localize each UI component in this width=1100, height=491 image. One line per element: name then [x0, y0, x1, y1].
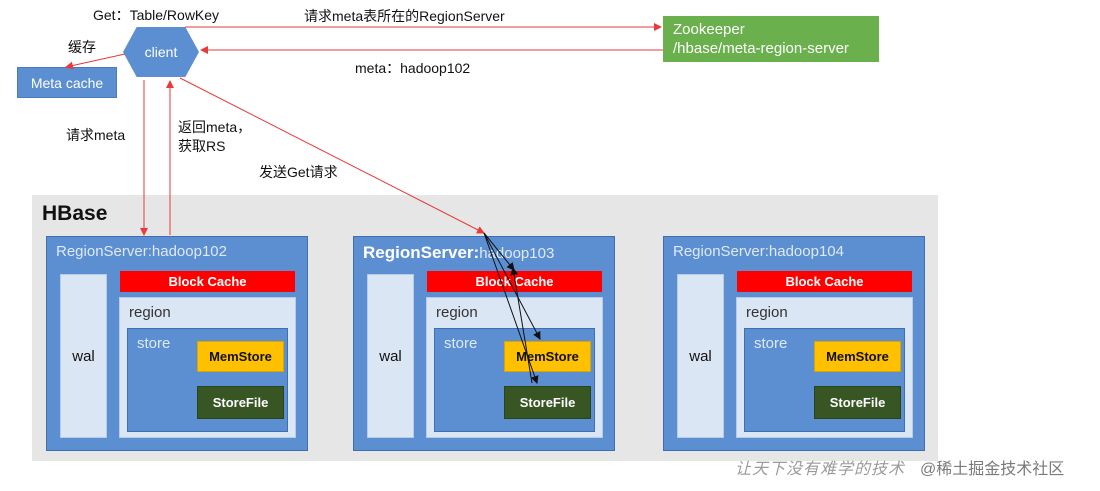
arrow-storefile-to-blockcache — [510, 267, 533, 384]
storefile: StoreFile — [814, 386, 901, 419]
arrow-to-memstore — [483, 232, 541, 340]
request-meta-region-label: 请求meta表所在的RegionServer — [304, 8, 505, 24]
get-request-label: Get：Table/RowKey — [93, 7, 220, 23]
wal-box: wal — [367, 274, 414, 438]
storefile: StoreFile — [504, 386, 591, 419]
region-server-prefix: RegionServer: — [363, 243, 480, 262]
region-server-title: RegionServer:hadoop104 — [673, 243, 844, 260]
region-box: region store MemStore StoreFile — [426, 297, 603, 438]
block-cache: Block Cache — [737, 271, 912, 292]
region-server-hadoop102: RegionServer:hadoop102 wal Block Cache r… — [46, 236, 308, 451]
request-meta-label: 请求meta — [66, 127, 126, 143]
region-server-prefix: RegionServer: — [673, 243, 769, 260]
store-label: store — [754, 335, 788, 352]
region-server-hadoop103: RegionServer:hadoop103 wal Block Cache r… — [353, 236, 615, 451]
store-label: store — [444, 335, 478, 352]
wal-box: wal — [677, 274, 724, 438]
region-label: region — [129, 304, 171, 321]
region-server-hadoop104: RegionServer:hadoop104 wal Block Cache r… — [663, 236, 925, 451]
memstore: MemStore — [504, 341, 591, 372]
wal-box: wal — [60, 274, 107, 438]
store-box: store MemStore StoreFile — [744, 328, 905, 432]
storefile: StoreFile — [197, 386, 284, 419]
region-server-title: RegionServer:hadoop102 — [56, 243, 227, 260]
send-get-label: 发送Get请求 — [259, 164, 338, 180]
store-label: store — [137, 335, 171, 352]
meta-response-label: meta：hadoop102 — [355, 60, 471, 76]
arrow-send-get — [179, 77, 485, 234]
arrow-client-to-metacache — [65, 53, 126, 70]
zookeeper-path: /hbase/meta-region-server — [673, 40, 849, 57]
zookeeper-title: Zookeeper — [673, 21, 745, 38]
client-node: client — [123, 27, 199, 77]
block-cache: Block Cache — [427, 271, 602, 292]
community-credit: @稀土掘金技术社区 — [920, 461, 1065, 478]
region-server-host: hadoop104 — [768, 243, 844, 260]
region-server-host: hadoop103 — [479, 245, 555, 262]
region-server-host: hadoop102 — [151, 243, 227, 260]
region-box: region store MemStore StoreFile — [119, 297, 296, 438]
arrow-to-block-cache — [483, 232, 515, 271]
zookeeper-box: Zookeeper /hbase/meta-region-server — [663, 16, 879, 62]
memstore: MemStore — [197, 341, 284, 372]
arrow-to-storefile — [483, 232, 539, 384]
region-server-title: RegionServer:hadoop103 — [363, 243, 554, 263]
store-box: store MemStore StoreFile — [434, 328, 595, 432]
region-label: region — [436, 304, 478, 321]
return-meta-label-2: 获取RS — [178, 138, 226, 154]
return-meta-label-1: 返回meta， — [178, 119, 252, 135]
hbase-title: HBase — [42, 202, 108, 225]
store-box: store MemStore StoreFile — [127, 328, 288, 432]
block-cache: Block Cache — [120, 271, 295, 292]
cache-label: 缓存 — [68, 39, 96, 55]
region-label: region — [746, 304, 788, 321]
memstore: MemStore — [814, 341, 901, 372]
watermark-text: 让天下没有难学的技术 — [735, 461, 906, 478]
region-server-prefix: RegionServer: — [56, 243, 152, 260]
region-box: region store MemStore StoreFile — [736, 297, 913, 438]
